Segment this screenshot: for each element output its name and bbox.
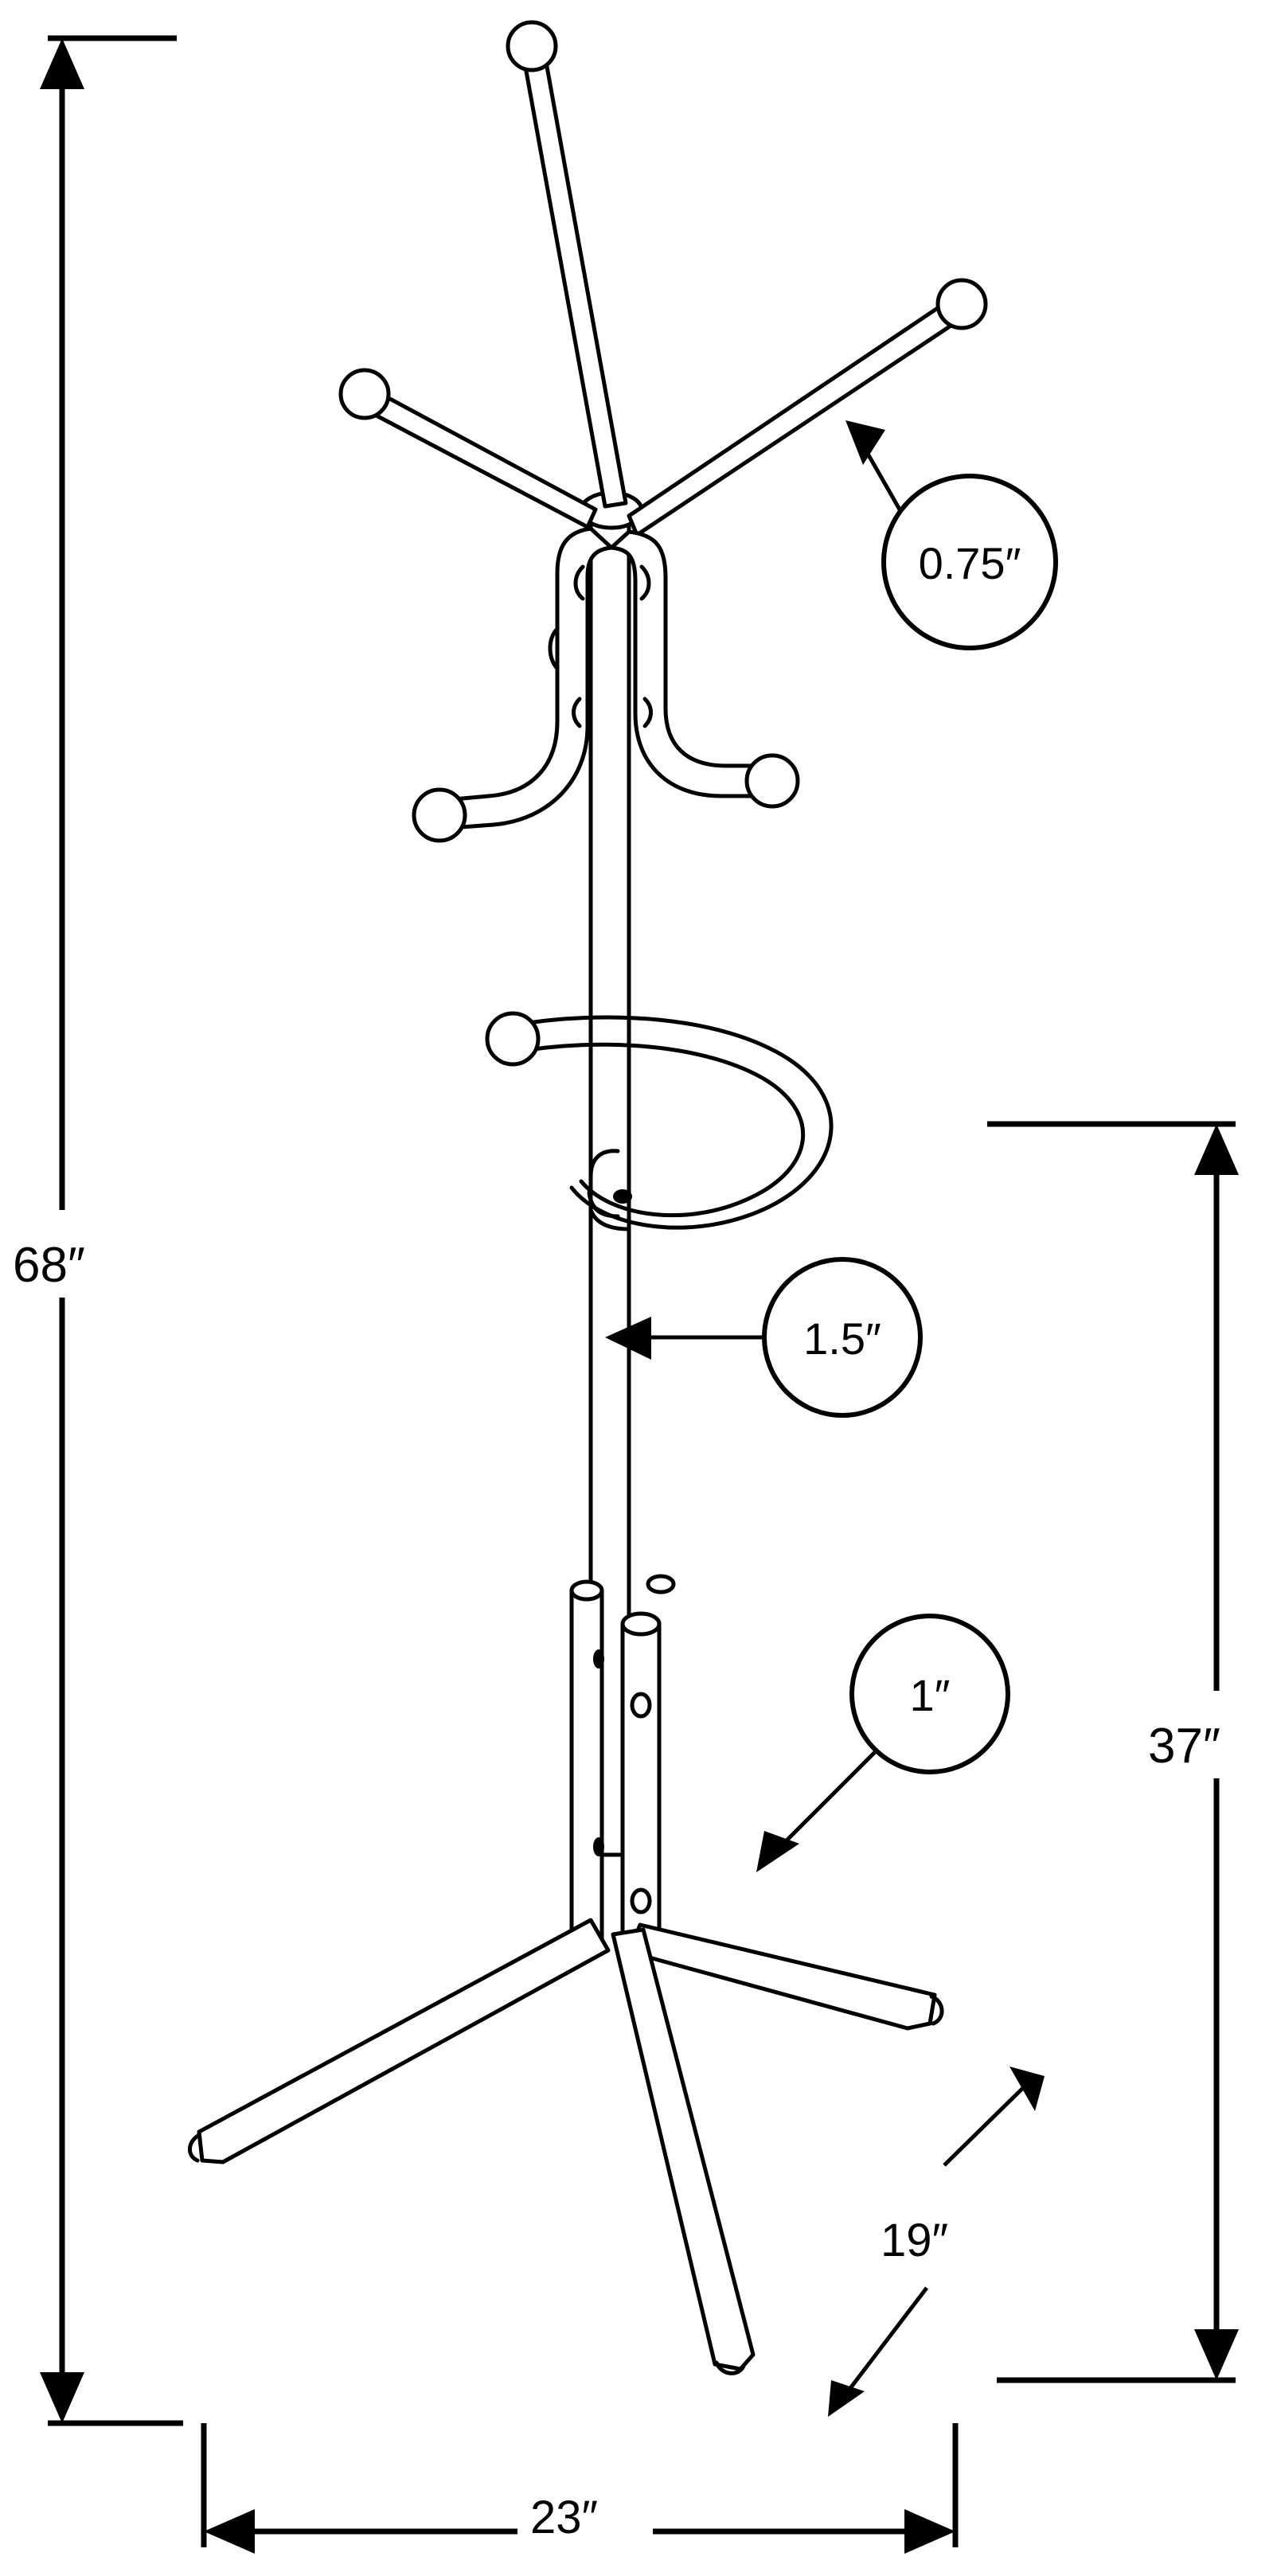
collar-rivet-a	[593, 1649, 604, 1669]
base-collar	[569, 1574, 676, 1953]
callout-15-label: 1.5″	[803, 1313, 881, 1364]
collar-rivet-b	[593, 1837, 604, 1856]
base-width-arrow-right	[904, 2509, 955, 2554]
upper-hook-center	[506, 20, 628, 509]
middle-hook-left-ball	[412, 787, 467, 843]
loop-fastener-hole	[613, 1189, 632, 1204]
base-collar-front-top	[620, 1611, 662, 1637]
leg-span-leader-upper	[943, 2082, 1029, 2167]
upper-hook-left	[338, 368, 598, 529]
collar-hole-upper	[630, 1692, 652, 1719]
hook-collar-details	[548, 564, 653, 728]
post-cap	[646, 1574, 676, 1594]
overall-height-arrow-top	[40, 38, 84, 89]
leg-span-label-bg	[871, 2194, 1014, 2272]
overall-height-arrow-bottom	[40, 2372, 84, 2423]
dimension-leg-span: 19″	[828, 2067, 1045, 2417]
umbrella-ring-loop	[510, 1015, 834, 1231]
overall-height-label-bg	[5, 1210, 124, 1298]
middle-hook-right-ball	[744, 753, 800, 809]
middle-hook-right	[609, 529, 800, 809]
lower-hook-height-label-bg	[1140, 1691, 1274, 1778]
coat-rack-illustration	[188, 20, 988, 2375]
callout-post-diameter: 1.5″	[605, 1257, 923, 1418]
upper-hook-left-ball	[338, 368, 391, 420]
callout-upper-hook-diameter: 0.75″	[845, 420, 1058, 650]
callout-075-label: 0.75″	[919, 538, 1021, 588]
callout-leg-diameter: 1″	[756, 1614, 1010, 1872]
leg-span-arrow-upper	[1009, 2067, 1045, 2111]
callout-1-circle	[849, 1614, 1010, 1774]
lower-hook-left-ball	[485, 1011, 541, 1067]
leg-span-leader-lower	[844, 2286, 928, 2396]
callout-15-arrow	[605, 1317, 651, 1360]
upper-hook-center-ball	[506, 20, 558, 72]
dimension-overall-height: 68″	[5, 35, 183, 2426]
callout-1-label: 1″	[910, 1670, 951, 1720]
collar-hole-lower	[630, 1887, 652, 1914]
callout-1-leader	[785, 1750, 877, 1842]
callout-075-arrow	[845, 420, 885, 465]
base-collar-back-top	[569, 1579, 604, 1602]
base-width-arrow-left	[204, 2509, 255, 2554]
base-width-label: 23″	[530, 2492, 598, 2543]
lower-hook-height-arrow-bottom	[1194, 2329, 1239, 2380]
base-leg-front	[611, 1927, 756, 2375]
overall-height-label: 68″	[13, 1238, 85, 1293]
base-width-label-bg	[517, 2474, 653, 2547]
leg-span-label: 19″	[881, 2215, 948, 2266]
dimension-lower-hook-height: 37″	[987, 1121, 1274, 2383]
dimension-base-width: 23″	[201, 2423, 959, 2554]
callout-075-circle	[881, 474, 1058, 650]
middle-hook-left	[412, 526, 614, 843]
base-leg-left	[188, 1918, 611, 2164]
lower-hook-left	[485, 1011, 541, 1067]
upper-hook-right-ball	[935, 278, 988, 330]
lower-hook-height-arrow-top	[1194, 1124, 1239, 1175]
leg-span-arrow-lower	[828, 2380, 865, 2417]
upper-hook-right	[627, 278, 988, 537]
lower-hook-height-label: 37″	[1148, 1719, 1220, 1774]
callout-15-circle	[762, 1257, 923, 1418]
callout-1-arrow	[756, 1831, 799, 1872]
